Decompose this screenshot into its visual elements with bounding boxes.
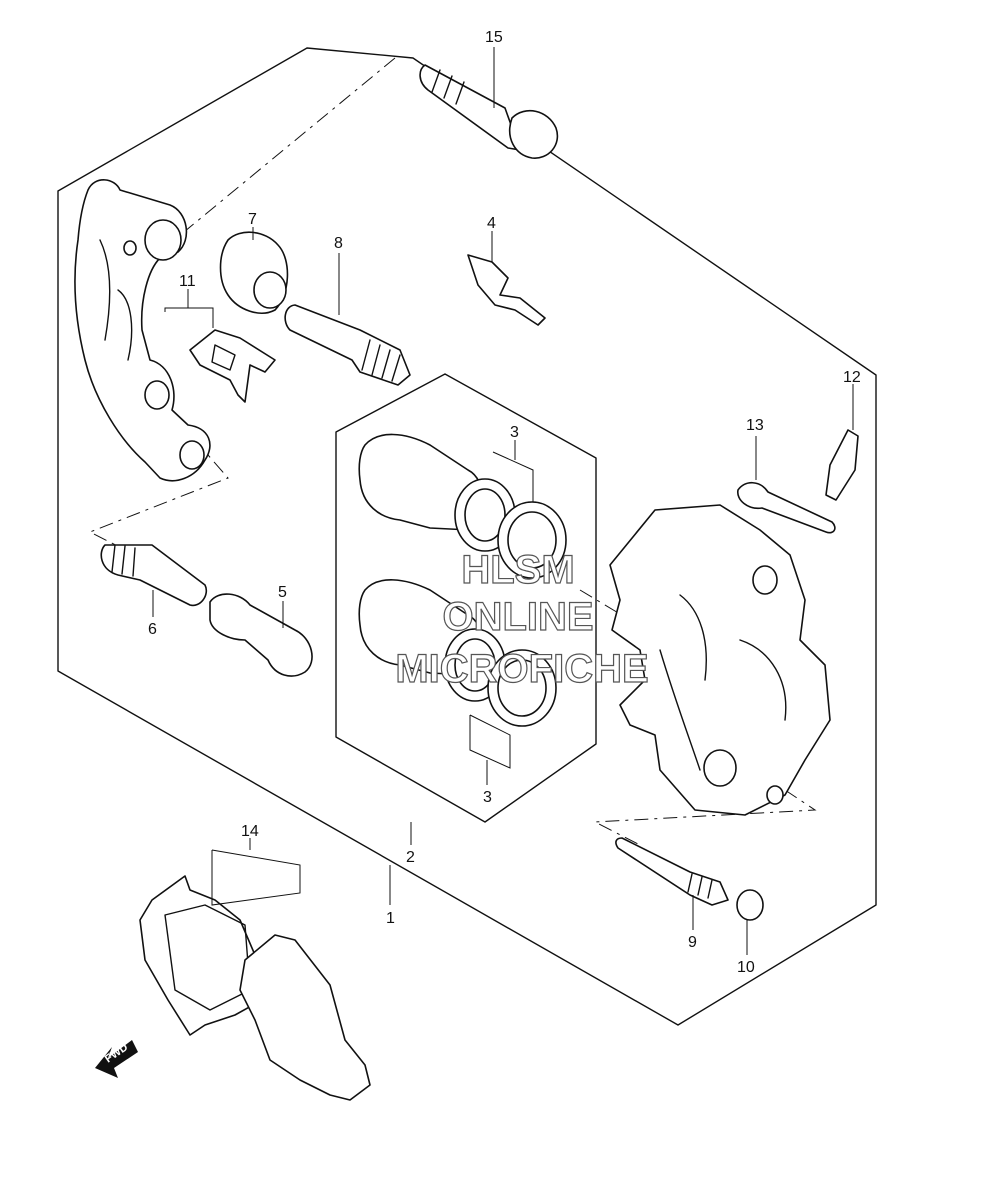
callout-8: 8 <box>334 235 343 252</box>
seal-ring-inner <box>464 488 506 542</box>
callout-15: 15 <box>485 29 503 46</box>
mounting-bolt <box>419 64 521 151</box>
leader-lines <box>152 47 854 955</box>
guide-line <box>149 57 396 261</box>
caliper-bore <box>752 565 778 595</box>
brake-pad-front <box>239 934 371 1101</box>
pad-pin <box>615 837 729 906</box>
pad-spring-detail <box>211 344 236 371</box>
caliper-detail <box>659 594 787 771</box>
seal-bracket-bottom <box>469 714 511 769</box>
bracket-rib <box>99 239 133 361</box>
pin-boot <box>209 593 313 677</box>
pad-shim <box>467 254 546 326</box>
callout-7: 7 <box>248 211 257 228</box>
callout-bracket-11 <box>164 307 214 328</box>
piston-kit-outline <box>335 373 597 823</box>
bolt-head <box>508 109 559 159</box>
callout-14: 14 <box>241 823 259 840</box>
guide-line <box>88 439 229 561</box>
callout-11: 11 <box>179 273 196 290</box>
slide-pin-lower <box>100 544 208 607</box>
callout-5: 5 <box>278 584 287 601</box>
slide-pin-upper <box>284 304 411 386</box>
arrow-forward-icon <box>95 1040 138 1078</box>
callout-10: 10 <box>737 959 755 976</box>
bracket-hole <box>144 380 170 410</box>
bracket-hole <box>144 219 182 261</box>
bracket-hole <box>179 440 205 470</box>
assembly-outline <box>57 47 877 1026</box>
bleeder-screw <box>825 429 859 501</box>
caliper-bracket <box>74 179 211 482</box>
callout-13: 13 <box>746 417 764 434</box>
bleeder-cap <box>737 481 836 534</box>
watermark-line-3: MICROFICHE <box>395 647 648 691</box>
bolt-thread <box>431 69 465 105</box>
watermark-line-2: ONLINE <box>442 595 593 639</box>
callout-3-top: 3 <box>510 424 519 441</box>
callout-12: 12 <box>843 369 861 386</box>
seal-ring-inner <box>497 659 547 717</box>
callout-2: 2 <box>406 849 415 866</box>
bracket-hole <box>123 240 137 256</box>
callout-4: 4 <box>487 215 496 232</box>
pin-thread <box>361 339 401 382</box>
pin-thread <box>111 544 136 577</box>
boot-opening <box>253 271 287 309</box>
guide-line <box>593 789 817 846</box>
guide-line <box>579 589 631 621</box>
seal-ring-inner <box>507 511 557 569</box>
callout-6: 6 <box>148 621 157 638</box>
caliper-bore <box>703 749 737 787</box>
callout-bracket-14 <box>211 849 301 906</box>
pad-spring <box>189 329 276 403</box>
pin-plug <box>736 889 764 921</box>
callout-9: 9 <box>688 934 697 951</box>
callout-3-bottom: 3 <box>483 789 492 806</box>
watermark-line-1: HLSM <box>461 548 574 592</box>
pad-pin-thread <box>687 873 713 899</box>
callout-1: 1 <box>386 910 395 927</box>
fwd-direction-arrow: FWD <box>95 1040 138 1078</box>
caliper-bore <box>766 785 784 805</box>
brake-pad-rear <box>139 875 263 1036</box>
